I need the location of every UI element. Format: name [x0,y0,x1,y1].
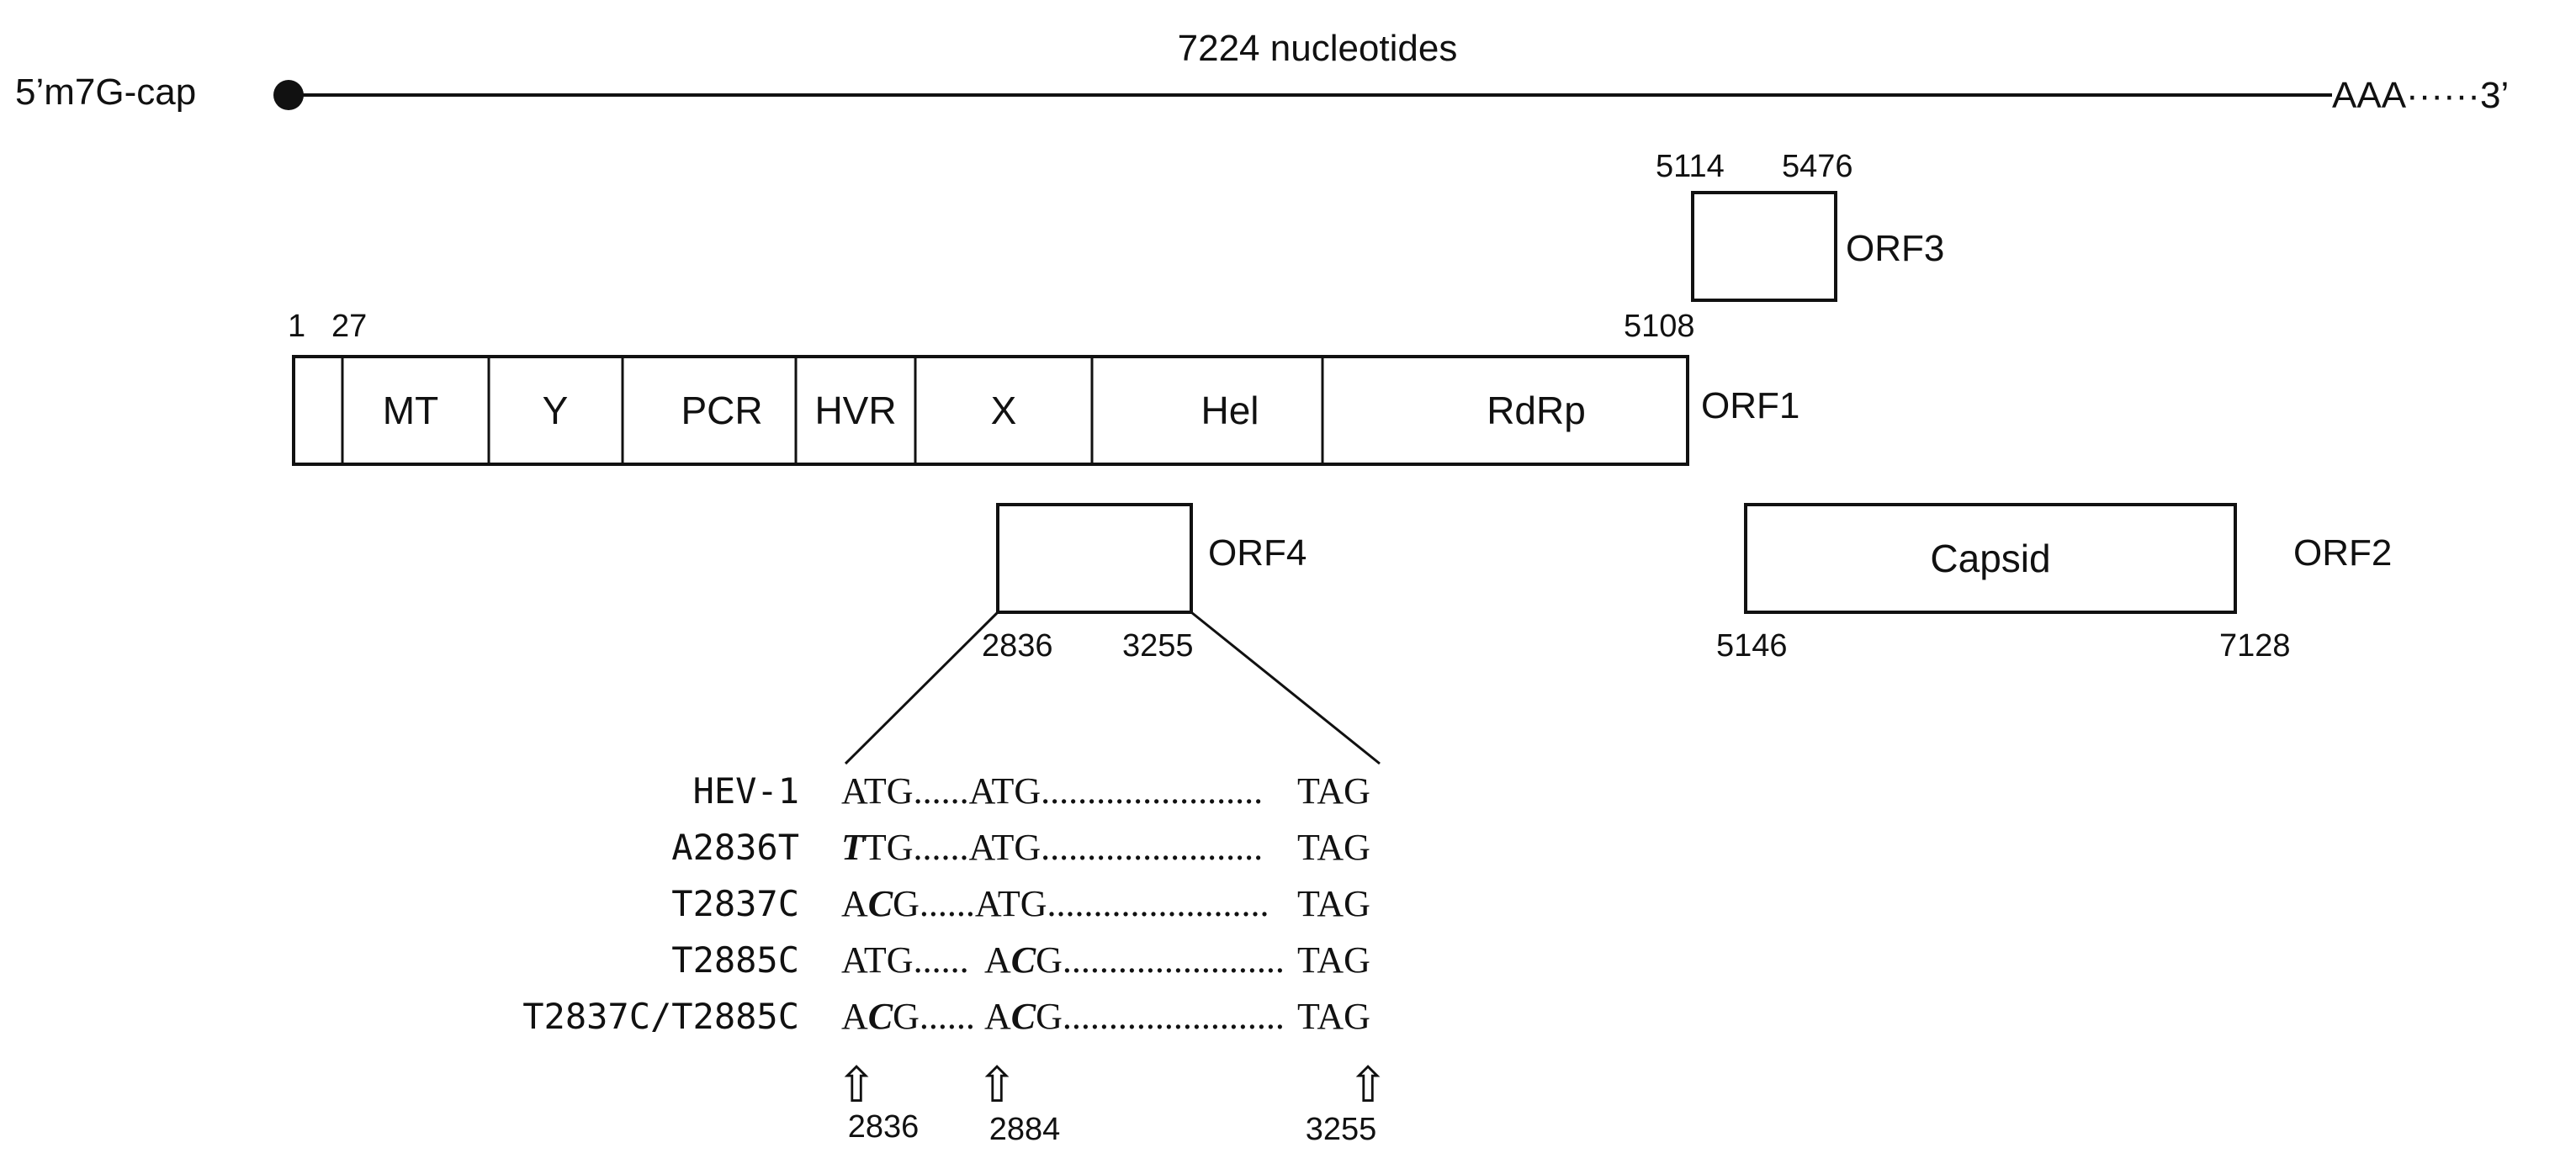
seq-name: T2885C [671,939,799,981]
seq-row: ACG......ATG........................TAG [841,883,1370,924]
genome-length-label: 7224 nucleotides [1178,28,1458,69]
mutation: C [868,996,893,1037]
domain-hel: Hel [1201,389,1259,432]
seq-name: T2837C/T2885C [522,996,799,1037]
orf1-group: 1 27 5108 MT Y PCR HVR X Hel RdRp ORF1 [288,309,1799,466]
mutation: C [868,883,893,924]
orf1-end-label: 5108 [1624,309,1695,344]
orf4-label: ORF4 [1208,532,1307,574]
domain-x: X [991,389,1017,432]
domain-hvr: HVR [814,389,896,432]
domain-mt: MT [383,389,438,432]
orf2-group: Capsid ORF2 5146 7128 [1716,503,2392,664]
mutation: C [1011,996,1036,1037]
seq-name: T2837C [671,883,799,924]
orf3-label: ORF3 [1846,228,1944,269]
seq-row: ATG......ATG........................TAG [841,770,1370,812]
marker-label: 3255 [1306,1112,1377,1147]
sequence-alignment: HEV-1 ATG......ATG......................… [522,770,1370,1037]
seq-row: ACG......ACG........................TAG [841,996,1370,1037]
seq-name: HEV-1 [693,770,799,812]
mutation: C [1011,939,1036,981]
seq-row: TTG......ATG........................TAG [841,827,1370,868]
orf4-group: ORF4 2836 3255 [844,503,1381,765]
orf4-zoom-line-left [844,611,999,765]
orf3-end-label: 5476 [1782,149,1853,184]
domain-pcr: PCR [681,389,762,432]
orf3-box [1691,191,1837,302]
up-arrow-icon: ⇧ [977,1058,1018,1113]
start-codon-markers: ⇧ ⇧ ⇧ 2836 2884 3255 [836,1058,1389,1147]
genome-line-group: 5’m7G-cap 7224 nucleotides AAA······3’ [15,28,2509,116]
domain-rdrp: RdRp [1487,389,1586,432]
orf3-start-label: 5114 [1656,149,1725,184]
up-arrow-icon: ⇧ [836,1058,877,1113]
seq-name: A2836T [671,827,799,868]
seq-row: ATG......ACG........................TAG [841,939,1370,981]
orf4-box [996,503,1193,614]
polya-text: AAA [2332,75,2407,116]
domain-y: Y [543,389,569,432]
orf2-start-label: 5146 [1716,628,1788,664]
orf2-end-label: 7128 [2219,628,2291,664]
orf1-start-label-27: 27 [331,309,367,344]
orf1-box [292,355,1689,466]
orf4-end-label: 3255 [1122,628,1194,664]
polya-tail-label: AAA······3’ [2332,75,2509,116]
cap-label: 5’m7G-cap [15,71,196,113]
up-arrow-icon: ⇧ [1348,1058,1389,1113]
three-prime-label: 3’ [2480,75,2509,116]
orf4-zoom-line-right [1190,611,1381,765]
orf2-box [1744,503,2237,614]
marker-label: 2884 [989,1112,1061,1147]
capsid-label: Capsid [1930,537,2050,580]
marker-label: 2836 [848,1109,920,1145]
orf3-group: 5114 5476 ORF3 [1656,149,1944,302]
mutation: T [841,827,866,868]
orf2-label: ORF2 [2293,532,2392,574]
orf1-label: ORF1 [1701,385,1799,426]
orf1-start-label-1: 1 [288,309,305,344]
orf4-start-label: 2836 [982,628,1053,664]
polya-dots: ······ [2406,75,2480,116]
